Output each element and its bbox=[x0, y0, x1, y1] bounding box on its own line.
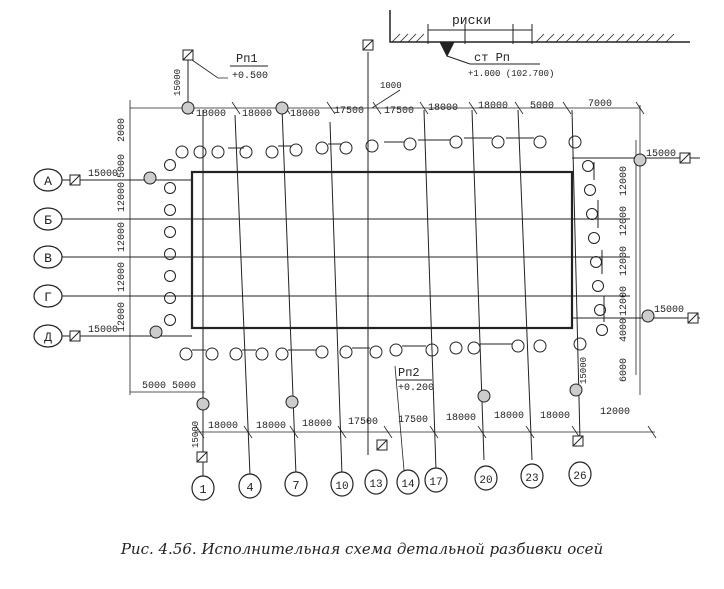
left-dim-3: 12000 bbox=[117, 182, 128, 212]
benchmark-squares bbox=[69, 49, 699, 463]
left-dim-6: 12000 bbox=[117, 302, 128, 332]
survey-points bbox=[143, 101, 655, 411]
top-dim-2: 18000 bbox=[242, 109, 272, 120]
column-axis-13-label: 13 bbox=[369, 479, 382, 491]
top-dim-4: 17500 bbox=[334, 106, 364, 117]
bottom-dim-3: 18000 bbox=[302, 419, 332, 430]
right-dim-6: 6000 bbox=[619, 358, 630, 382]
right-dim-5: 4000 bbox=[619, 318, 630, 342]
ground-section bbox=[389, 10, 690, 65]
top-dim-5: 17500 bbox=[384, 106, 414, 117]
right-dim-3: 12000 bbox=[619, 246, 630, 276]
rp2-name: Рп2 bbox=[398, 366, 420, 380]
right-dim-4: 12000 bbox=[619, 286, 630, 316]
dimension-lines bbox=[129, 89, 655, 471]
row-axis-b-label: Б bbox=[44, 213, 52, 228]
rp2-elevation: +0.200 bbox=[398, 383, 434, 394]
top-dim-3: 18000 bbox=[290, 109, 320, 120]
top-dim-8: 5000 bbox=[530, 101, 554, 112]
column-axis-26-label: 26 bbox=[573, 471, 586, 483]
left-dim-2: 5000 bbox=[117, 154, 128, 178]
left-dim-5: 12000 bbox=[117, 262, 128, 292]
offset-right-upper: 15000 bbox=[646, 149, 676, 160]
marker-circles-left bbox=[164, 159, 176, 326]
bottom-dim-1: 18000 bbox=[208, 421, 238, 432]
row-axis-bubbles bbox=[33, 168, 63, 348]
offset-axis-d: 15000 bbox=[88, 325, 118, 336]
bottom-dim-7: 18000 bbox=[494, 411, 524, 422]
top-offset-1000: 1000 bbox=[380, 81, 402, 91]
top-dim-7: 18000 bbox=[478, 101, 508, 112]
top-dim-6: 18000 bbox=[428, 103, 458, 114]
column-axis-14-label: 14 bbox=[401, 479, 415, 491]
top-dim-1: 18000 bbox=[196, 109, 226, 120]
bottom-dim-2: 18000 bbox=[256, 421, 286, 432]
offset-right-lower: 15000 bbox=[654, 305, 684, 316]
column-axis-bubbles bbox=[191, 461, 592, 501]
bottom-dim-9: 12000 bbox=[600, 407, 630, 418]
rp1-elevation: +0.500 bbox=[232, 71, 268, 82]
bottom-dim-4: 17500 bbox=[348, 417, 378, 428]
building-outline bbox=[190, 170, 574, 330]
column-axis-17-label: 17 bbox=[429, 477, 442, 489]
rp1-name: Рп1 bbox=[236, 52, 258, 66]
row-axis-lines bbox=[62, 157, 700, 337]
row-axis-d-label: Д bbox=[44, 330, 52, 345]
offset-bottom-left-b: 5000 bbox=[172, 381, 196, 392]
column-axis-10-label: 10 bbox=[335, 481, 348, 493]
offset-top-left: 15000 bbox=[173, 69, 183, 96]
marker-circles-top bbox=[175, 135, 582, 159]
right-dim-2: 12000 bbox=[619, 206, 630, 236]
row-axis-g-label: Г bbox=[44, 290, 52, 305]
left-dim-1: 2000 bbox=[117, 118, 128, 142]
column-axis-4-label: 4 bbox=[246, 481, 253, 495]
marker-circles-bottom bbox=[179, 337, 587, 361]
top-dim-9: 7000 bbox=[588, 99, 612, 110]
offset-axis-a: 15000 bbox=[88, 169, 118, 180]
st-rp-elevation: +1.000 (102.700) bbox=[468, 69, 554, 79]
offset-bottom-26: 15000 bbox=[579, 357, 589, 384]
bottom-dim-8: 18000 bbox=[540, 411, 570, 422]
right-dim-1: 12000 bbox=[619, 166, 630, 196]
column-axis-7-label: 7 bbox=[292, 479, 299, 493]
left-dim-4: 12000 bbox=[117, 222, 128, 252]
figure-caption: Рис. 4.56. Исполнительная схема детально… bbox=[120, 540, 604, 558]
marks-label: риски bbox=[452, 13, 491, 28]
row-axis-a-label: А bbox=[44, 174, 52, 189]
row-axis-v-label: В bbox=[44, 251, 52, 266]
marker-circles-right bbox=[582, 160, 608, 336]
offset-bottom-left-a: 5000 bbox=[142, 381, 166, 392]
column-axis-20-label: 20 bbox=[479, 475, 492, 487]
bottom-dim-5: 17500 bbox=[398, 415, 428, 426]
column-axis-23-label: 23 bbox=[525, 473, 538, 485]
bottom-dim-6: 18000 bbox=[446, 413, 476, 424]
offset-bottom-1: 15000 bbox=[191, 421, 201, 448]
column-axis-1-label: 1 bbox=[199, 483, 206, 497]
st-rp-name: ст Рп bbox=[474, 51, 510, 65]
